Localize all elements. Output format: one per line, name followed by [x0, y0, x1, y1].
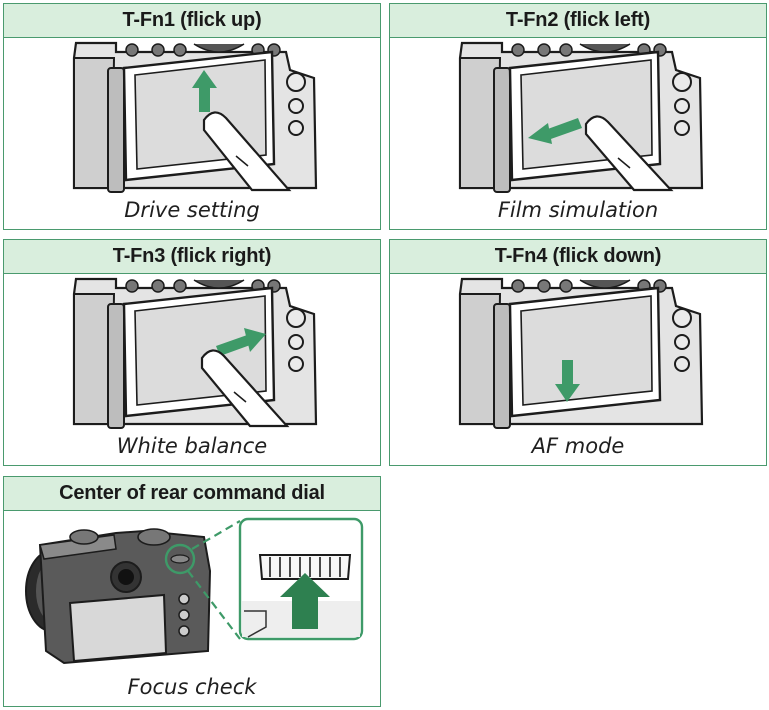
panel-title: Center of rear command dial [4, 477, 380, 511]
camera-back-illustration [72, 41, 318, 193]
panel-caption: Drive setting [124, 198, 260, 222]
panel-tfn3: T-Fn3 (flick right) White balance [3, 239, 381, 466]
panel-caption: Focus check [127, 675, 257, 699]
rear-dial-highlight [164, 543, 196, 575]
panel-caption: White balance [116, 434, 268, 458]
panel-caption: AF mode [531, 434, 625, 458]
finger-icon [202, 111, 292, 192]
flick-up-arrow [192, 70, 217, 112]
camera-back-illustration [458, 277, 704, 429]
panel-tfn2: T-Fn2 (flick left) Film simulation [389, 3, 767, 230]
finger-icon [584, 115, 674, 192]
panel-title: T-Fn2 (flick left) [390, 4, 766, 38]
rear-dial-icon [258, 554, 352, 580]
flick-right-arrow [216, 328, 266, 356]
panel-rear-dial: Center of rear command dial [3, 476, 381, 707]
camera-back-illustration [72, 277, 318, 429]
flick-down-arrow [555, 360, 580, 402]
press-arrow-icon [280, 573, 330, 629]
panel-title: T-Fn4 (flick down) [390, 240, 766, 274]
panel-title: T-Fn3 (flick right) [4, 240, 380, 274]
camera-dial-illustration [25, 517, 364, 665]
finger-icon [200, 349, 290, 428]
flick-left-arrow [528, 118, 582, 144]
camera-back-illustration [458, 41, 704, 193]
panel-title: T-Fn1 (flick up) [4, 4, 380, 38]
panel-tfn4: T-Fn4 (flick down) AF mode [389, 239, 767, 466]
panel-tfn1: T-Fn1 (flick up) Drive setting [3, 3, 381, 230]
panel-caption: Film simulation [497, 198, 659, 222]
